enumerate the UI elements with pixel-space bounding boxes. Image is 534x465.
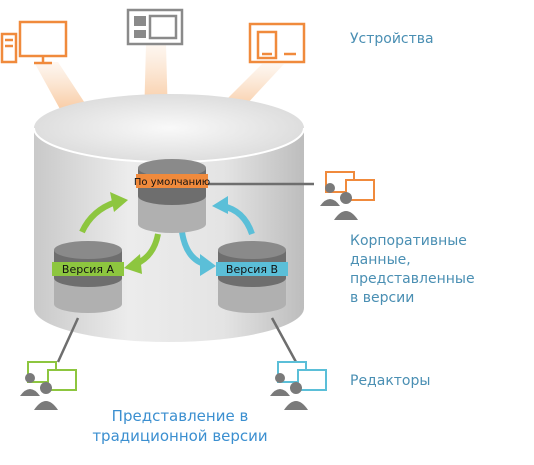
user-group-icon bbox=[20, 361, 77, 410]
traditional-label-line-1: Представление в bbox=[111, 407, 249, 425]
user-group-icon bbox=[270, 361, 327, 410]
corporate-label-line-1: Корпоративные bbox=[350, 233, 467, 249]
db-version-b-label: Версия В bbox=[226, 263, 278, 276]
editors-label: Редакторы bbox=[350, 373, 431, 389]
corporate-label-line-2: данные, bbox=[350, 252, 411, 268]
arrow-a-to-default bbox=[79, 199, 118, 234]
db-version-a: Версия А bbox=[52, 241, 124, 313]
traditional-version-label: Представление в традиционной версии bbox=[60, 406, 300, 446]
version-b-to-editors-line bbox=[270, 317, 298, 363]
version-a-to-traditional-line bbox=[56, 317, 80, 363]
tablet-landscape-icon bbox=[126, 8, 184, 46]
db-default-label: По умолчанию bbox=[134, 177, 210, 188]
connector-lines bbox=[56, 182, 314, 363]
corporate-data-label: Корпоративные данные, представленные в в… bbox=[350, 232, 475, 308]
user-group-icon bbox=[320, 171, 375, 220]
db-version-b: Версия В bbox=[216, 241, 288, 313]
tablet-portrait-icon bbox=[248, 22, 306, 64]
desktop-tower-icon bbox=[0, 20, 68, 65]
flow-arrows bbox=[79, 192, 255, 276]
traditional-label-line-2: традиционной версии bbox=[92, 427, 268, 445]
corporate-label-line-4: в версии bbox=[350, 290, 415, 306]
db-version-a-label: Версия А bbox=[62, 263, 115, 276]
devices-label: Устройства bbox=[350, 31, 434, 47]
db-default: По умолчанию bbox=[134, 159, 210, 233]
corporate-label-line-3: представленные bbox=[350, 271, 475, 287]
